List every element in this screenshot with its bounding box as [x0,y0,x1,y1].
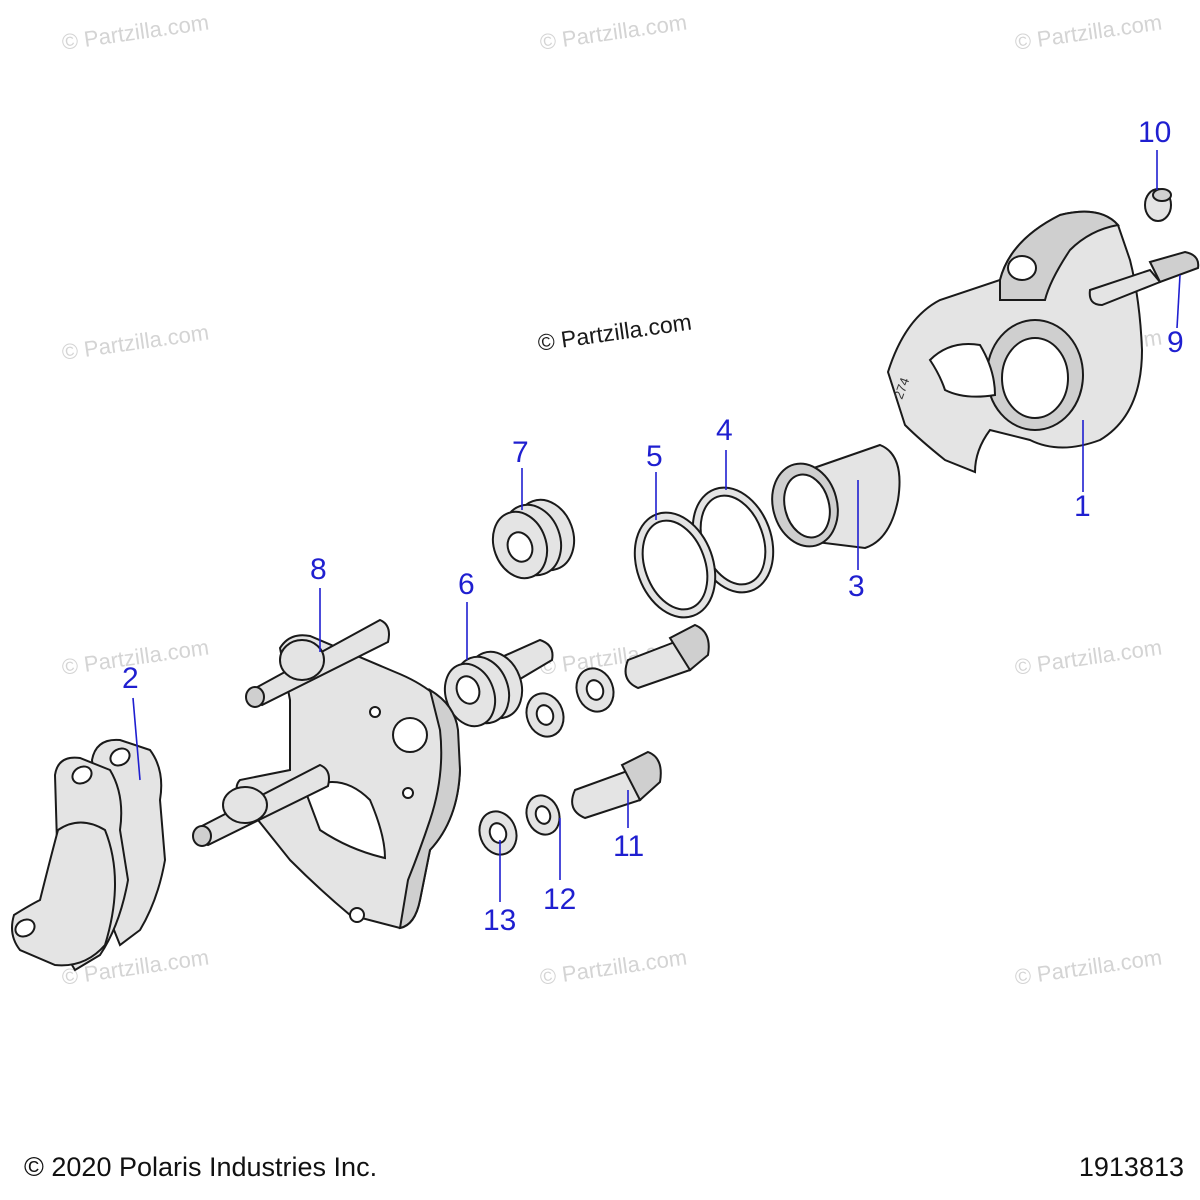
callout-3[interactable]: 3 [848,570,865,603]
callout-5[interactable]: 5 [646,440,663,473]
part-7-boot[interactable] [484,492,584,586]
callout-7[interactable]: 7 [512,436,529,469]
callout-1[interactable]: 1 [1074,490,1091,523]
callout-10[interactable]: 10 [1138,116,1172,149]
bolt-upper[interactable] [624,623,710,690]
copyright-text: © 2020 Polaris Industries Inc. [24,1152,378,1182]
callout-12[interactable]: 12 [543,883,577,916]
callout-4[interactable]: 4 [716,414,733,447]
leader-9 [1176,274,1181,329]
part-8-bracket[interactable] [192,618,462,930]
part-13-washer[interactable] [474,806,523,860]
callout-2[interactable]: 2 [122,662,139,695]
part-9-bleeder-valve[interactable] [1088,250,1200,307]
washer-upper-left[interactable] [521,688,570,742]
callout-11[interactable]: 11 [613,830,645,863]
part-5-seal[interactable] [621,501,729,628]
diagram-number: 1913813 [1078,1152,1184,1182]
part-1-caliper-body[interactable]: 274 [886,210,1144,474]
part-10-bleeder-cap[interactable] [1144,188,1172,222]
part-2-brake-pads[interactable] [11,738,167,972]
part-marking: 274 [891,376,913,402]
part-11-bolt[interactable] [571,750,662,820]
callout-6[interactable]: 6 [458,568,475,601]
part-3-piston[interactable] [763,443,901,554]
callout-13[interactable]: 13 [483,904,517,937]
washer-upper-right[interactable] [571,663,620,717]
callout-9[interactable]: 9 [1167,326,1184,359]
part-6-slide-pin[interactable] [437,638,554,733]
leader-2 [132,697,141,781]
callout-8[interactable]: 8 [310,553,327,586]
part-12-lock-washer[interactable] [521,791,565,840]
